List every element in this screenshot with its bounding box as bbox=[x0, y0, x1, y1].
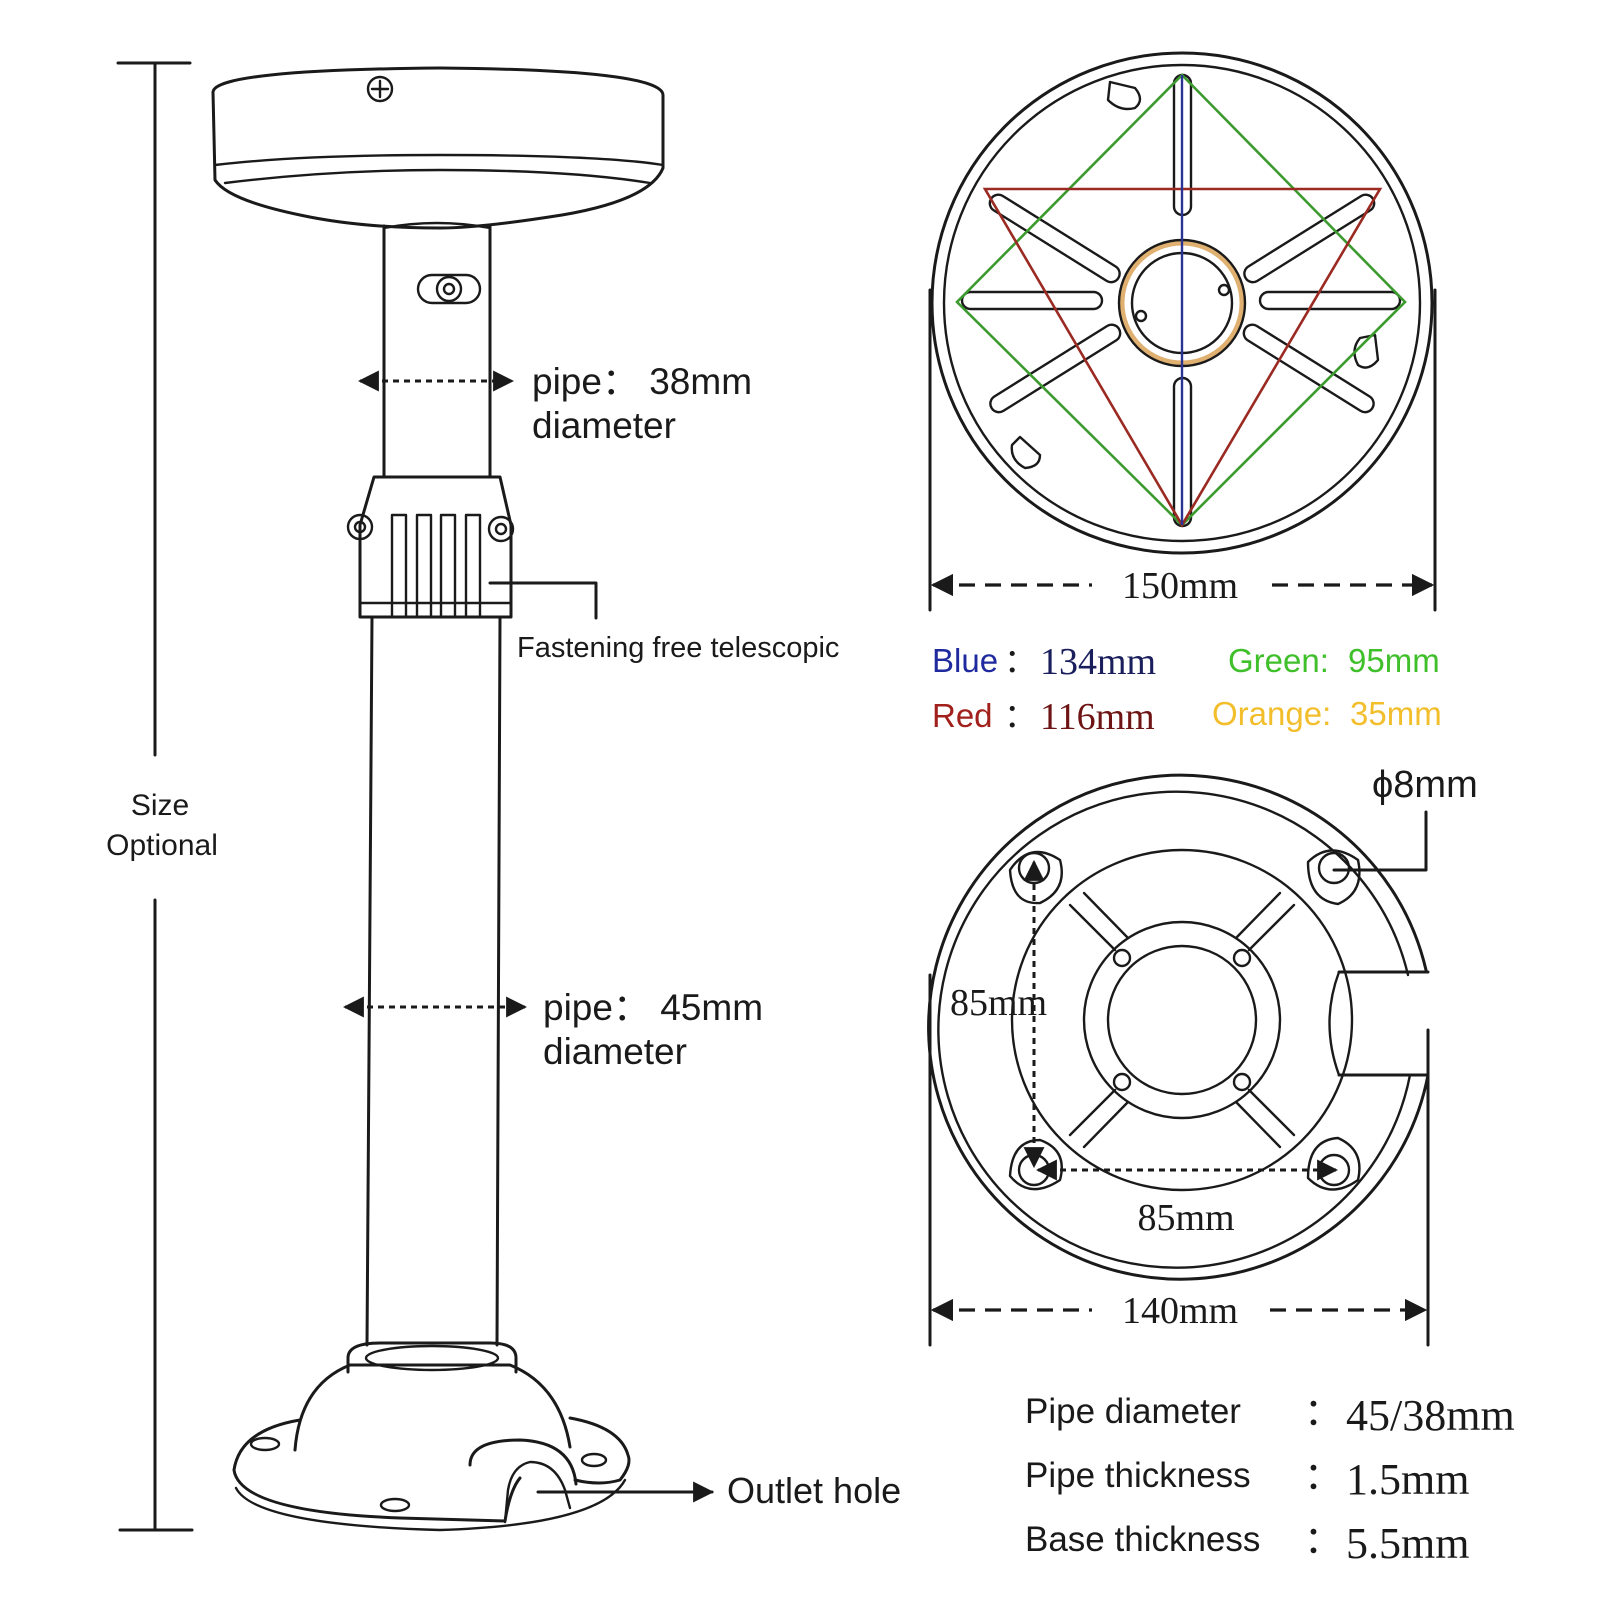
legend-red-value: 116mm bbox=[1040, 696, 1155, 738]
pipe-45-label: pipe： 45mm bbox=[543, 987, 763, 1028]
outlet-label: Outlet hole bbox=[727, 1470, 901, 1511]
width-140-dimension bbox=[928, 973, 1430, 1347]
spec-base-thickness-value: 5.5mm bbox=[1346, 1519, 1469, 1568]
screw-icon bbox=[366, 75, 394, 103]
spec-base-thickness-label: Base thickness bbox=[1025, 1520, 1260, 1559]
width-150-dimension bbox=[928, 288, 1437, 612]
spec-pipe-thickness-sep: ： bbox=[1304, 1456, 1342, 1498]
upper-pipe bbox=[382, 221, 492, 479]
fastening-label: Fastening free telescopic bbox=[517, 632, 839, 664]
hole-diameter-label: ϕ8mm bbox=[1372, 764, 1478, 806]
color-legend: Blue ： 134mm Red ： 116mm Green: 95mm Ora… bbox=[932, 641, 1442, 738]
width-140-label: 140mm bbox=[1122, 1290, 1238, 1332]
legend-blue-value: 134mm bbox=[1040, 641, 1156, 683]
ceiling-cap bbox=[211, 66, 665, 230]
legend-green-value: 95mm bbox=[1348, 642, 1440, 679]
slot-screw-icon bbox=[416, 273, 482, 305]
legend-red-sep: ： bbox=[1004, 697, 1037, 734]
specs-table: Pipe diameter ： 45/38mm Pipe thickness ：… bbox=[1025, 1391, 1515, 1568]
legend-red-name: Red bbox=[932, 697, 993, 734]
legend-blue-name: Blue bbox=[932, 642, 998, 679]
spec-base-thickness-sep: ： bbox=[1304, 1520, 1342, 1562]
legend-orange: Orange: bbox=[1212, 695, 1331, 732]
legend-green: Green: bbox=[1228, 642, 1329, 679]
floor-base bbox=[232, 1341, 631, 1532]
vertical-85-label: 85mm bbox=[950, 982, 1047, 1024]
legend-blue-sep: ： bbox=[1004, 642, 1037, 679]
hole-leader bbox=[1332, 810, 1428, 872]
size-label-line1: Size bbox=[131, 789, 189, 822]
legend-orange-value: 35mm bbox=[1350, 695, 1442, 732]
size-label-line2: Optional bbox=[106, 829, 218, 862]
spec-pipe-diameter-label: Pipe diameter bbox=[1025, 1392, 1241, 1431]
lower-pipe bbox=[365, 615, 502, 1347]
telescopic-clamp bbox=[346, 475, 515, 619]
spec-pipe-thickness-label: Pipe thickness bbox=[1025, 1456, 1251, 1495]
fastening-leader bbox=[488, 581, 598, 620]
spec-pipe-diameter-sep: ： bbox=[1304, 1392, 1342, 1434]
pipe-45-label-2: diameter bbox=[543, 1031, 687, 1072]
spec-pipe-thickness-value: 1.5mm bbox=[1346, 1455, 1469, 1504]
width-150-label: 150mm bbox=[1122, 565, 1238, 607]
pipe-38-label: pipe： 38mm bbox=[532, 361, 752, 402]
height-dimension bbox=[116, 61, 194, 1532]
horizontal-85-label: 85mm bbox=[1137, 1197, 1234, 1239]
spec-pipe-diameter-value: 45/38mm bbox=[1346, 1391, 1515, 1440]
pipe-38-label-2: diameter bbox=[532, 405, 676, 446]
